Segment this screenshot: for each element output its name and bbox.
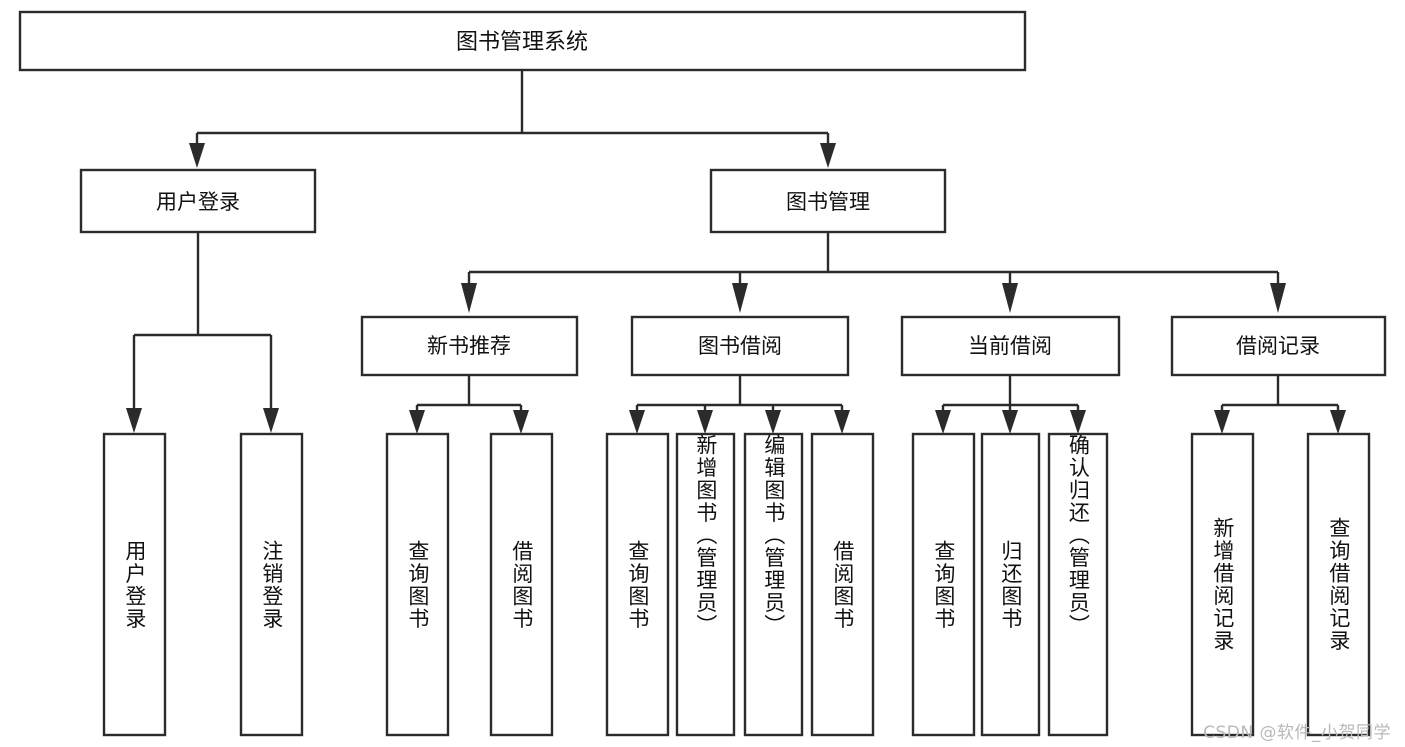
- leaf-box-bb-3[interactable]: [810, 432, 875, 737]
- arrow-level2-3: [1270, 283, 1286, 313]
- arrow-nbr-0: [409, 410, 425, 434]
- leaf-box-bb-1[interactable]: [675, 432, 736, 737]
- node-new-book-recommend-box[interactable]: [360, 315, 579, 377]
- leaf-box-cb-2[interactable]: [1047, 432, 1109, 737]
- watermark-text: CSDN @软件_小贺同学: [1203, 723, 1391, 743]
- leaf-box-user-login-1[interactable]: [239, 432, 304, 737]
- arrow-level2-0: [461, 283, 477, 313]
- node-current-borrow-box[interactable]: [900, 315, 1121, 377]
- node-user-login[interactable]: 用户登录: [79, 168, 317, 234]
- node-root-box[interactable]: [18, 10, 1027, 72]
- node-book-borrow[interactable]: 图书借阅: [630, 315, 850, 377]
- arrow-level1-1: [820, 143, 836, 168]
- arrow-bb-0: [629, 410, 645, 434]
- node-new-book-recommend[interactable]: 新书推荐: [360, 315, 579, 377]
- node-book-management-label: 图书管理: [786, 190, 870, 214]
- arrow-user-login-1: [263, 408, 279, 433]
- leaf-box-cb-1[interactable]: [980, 432, 1041, 737]
- leaf-box-br-0[interactable]: [1190, 432, 1255, 737]
- arrow-br-1: [1330, 410, 1346, 434]
- node-user-login-label: 用户登录: [156, 190, 240, 214]
- leaf-box-bb-2[interactable]: [743, 432, 804, 737]
- arrow-bb-2: [765, 410, 781, 434]
- node-book-management[interactable]: 图书管理: [709, 168, 947, 234]
- node-root[interactable]: 图书管理系统: [18, 10, 1027, 72]
- arrow-user-login-0: [126, 408, 142, 433]
- arrow-nbr-1: [513, 410, 529, 434]
- arrow-bb-3: [834, 410, 850, 434]
- arrow-level1-0: [189, 143, 205, 168]
- arrow-cb-1: [1002, 410, 1018, 434]
- node-current-borrow[interactable]: 当前借阅: [900, 315, 1121, 377]
- node-borrow-record-label: 借阅记录: [1236, 334, 1320, 358]
- node-book-management-box[interactable]: [709, 168, 947, 234]
- node-book-borrow-box[interactable]: [630, 315, 850, 377]
- leaf-box-nbr-1[interactable]: [489, 432, 554, 737]
- leaf-box-nbr-0[interactable]: [385, 432, 450, 737]
- arrow-level2-1: [732, 283, 748, 313]
- node-current-borrow-label: 当前借阅: [968, 334, 1052, 358]
- arrow-br-0: [1214, 410, 1230, 434]
- leaf-box-br-1[interactable]: [1306, 432, 1371, 737]
- leaf-box-bb-0[interactable]: [605, 432, 670, 737]
- node-new-book-recommend-label: 新书推荐: [427, 334, 511, 358]
- arrow-cb-2: [1070, 410, 1086, 434]
- node-root-label: 图书管理系统: [456, 30, 588, 55]
- node-book-borrow-label: 图书借阅: [698, 334, 782, 358]
- node-borrow-record[interactable]: 借阅记录: [1170, 315, 1387, 377]
- arrow-bb-1: [697, 410, 713, 434]
- leaf-box-cb-0[interactable]: [911, 432, 976, 737]
- arrow-cb-0: [935, 410, 951, 434]
- arrow-level2-2: [1002, 283, 1018, 313]
- leaf-box-user-login-0[interactable]: [102, 432, 167, 737]
- node-borrow-record-box[interactable]: [1170, 315, 1387, 377]
